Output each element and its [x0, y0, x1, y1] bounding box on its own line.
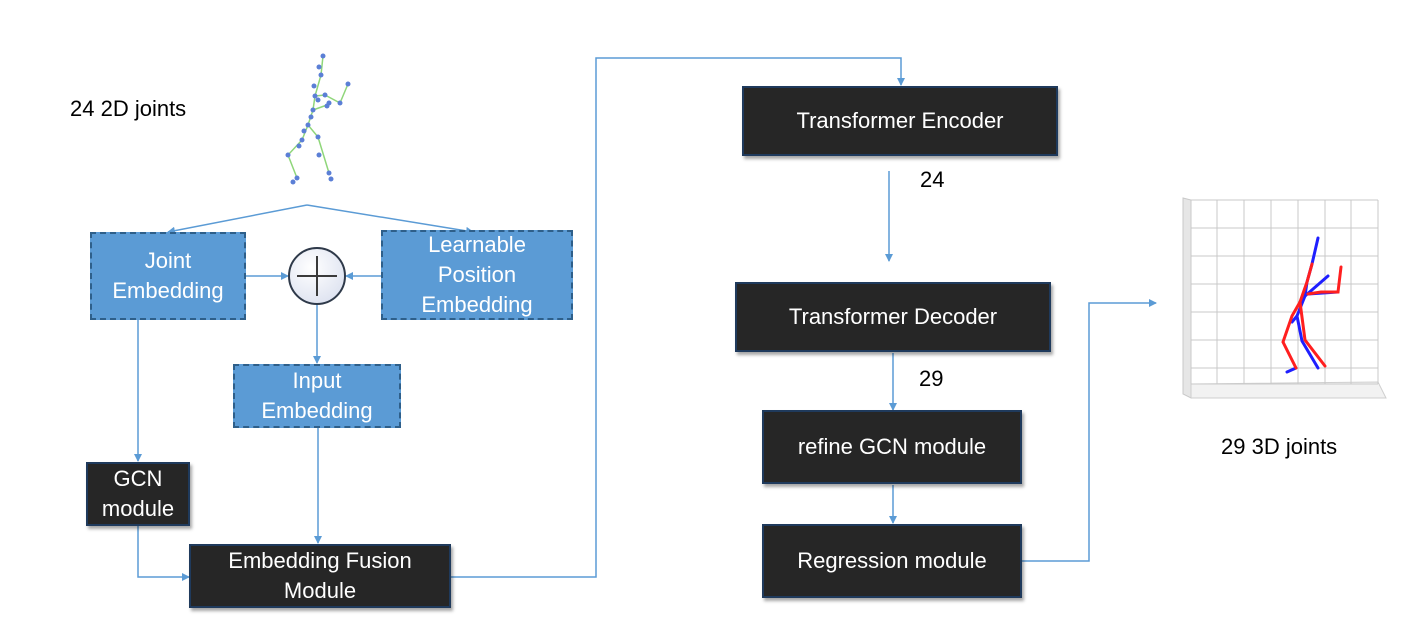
connectors: [134, 57, 1157, 581]
transformer-decoder-label: Transformer Decoder: [788, 304, 998, 329]
refine-gcn-module-label: refine GCN module: [797, 434, 987, 459]
input-embedding-line-1: Input: [292, 368, 342, 393]
position-embedding-line-1: Learnable: [428, 232, 526, 257]
arrow-gcn-to-fusion: [137, 526, 190, 581]
joint-embedding-line-2: Embedding: [112, 278, 224, 303]
input-embedding-line-2: Embedding: [261, 398, 373, 423]
position-embedding-line-2: Position: [437, 262, 517, 287]
gcn-module-line-1: GCN: [113, 466, 163, 491]
gcn-module-box: GCN module: [86, 462, 190, 526]
arrow-skeleton-to-position-embedding: [306, 204, 474, 235]
fusion-module-line-2: Module: [283, 578, 357, 603]
regression-module-label: Regression module: [797, 548, 987, 573]
transformer-encoder-box: Transformer Encoder: [742, 86, 1058, 156]
3d-skeleton-plot-icon: [1182, 197, 1387, 399]
regression-module-box: Regression module: [762, 524, 1022, 598]
2d-skeleton-icon: [285, 53, 351, 185]
joint-embedding-line-1: Joint: [144, 248, 192, 273]
arrow-regression-to-output: [1022, 299, 1157, 562]
decoder-output-count: 29: [919, 366, 944, 391]
arrow-fusion-to-encoder: [451, 57, 905, 578]
output-joints-label: 29 3D joints: [1221, 434, 1338, 459]
arrow-skeleton-to-joint-embedding: [167, 204, 308, 235]
transformer-encoder-label: Transformer Encoder: [796, 108, 1004, 133]
fusion-module-line-1: Embedding Fusion: [228, 548, 412, 573]
input-joints-label: 24 2D joints: [70, 96, 187, 121]
refine-gcn-module-box: refine GCN module: [762, 410, 1022, 484]
plus-circle-icon: [288, 247, 346, 305]
encoder-output-count: 24: [920, 167, 945, 192]
gcn-module-line-2: module: [101, 496, 175, 521]
transformer-decoder-box: Transformer Decoder: [735, 282, 1051, 352]
position-embedding-line-3: Embedding: [421, 292, 533, 317]
